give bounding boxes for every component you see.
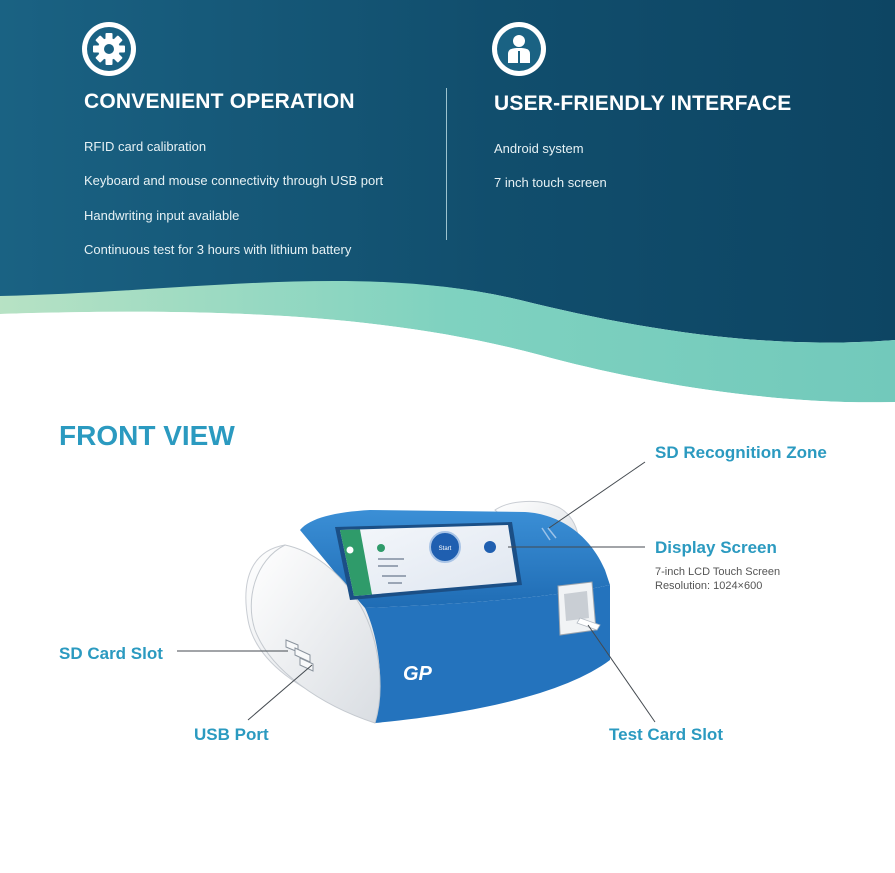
callout-test-card-slot: Test Card Slot — [609, 725, 723, 744]
display-spec-size: 7-inch LCD Touch Screen — [655, 566, 781, 578]
screen-start-button: Start — [439, 546, 452, 552]
gear-icon — [81, 21, 137, 77]
feature-item: RFID card calibration — [84, 139, 207, 154]
section-title-front-view: FRONT VIEW — [59, 420, 235, 451]
callout-sd-card-slot: SD Card Slot — [59, 644, 163, 663]
feature-title-convenient-operation: CONVENIENT OPERATION — [84, 90, 355, 113]
feature-item: 7 inch touch screen — [494, 175, 607, 190]
display-spec-resolution: Resolution: 1024×600 — [655, 580, 763, 592]
callout-usb-port: USB Port — [194, 725, 269, 744]
device-logo: GP — [403, 663, 433, 685]
hero-background — [0, 0, 895, 410]
feature-item: Android system — [494, 141, 584, 156]
feature-item: Continuous test for 3 hours with lithium… — [84, 242, 352, 257]
feature-item: Keyboard and mouse connectivity through … — [84, 173, 384, 188]
device-illustration: Start GP — [240, 490, 640, 735]
callout-sd-recognition-zone: SD Recognition Zone — [655, 443, 827, 462]
feature-item: Handwriting input available — [84, 208, 240, 223]
hero-banner: CONVENIENT OPERATION RFID card calibrati… — [0, 0, 895, 410]
user-icon — [491, 21, 547, 77]
feature-title-user-friendly-interface: USER-FRIENDLY INTERFACE — [494, 92, 792, 115]
divider — [446, 88, 447, 240]
callout-display-screen: Display Screen — [655, 538, 777, 557]
